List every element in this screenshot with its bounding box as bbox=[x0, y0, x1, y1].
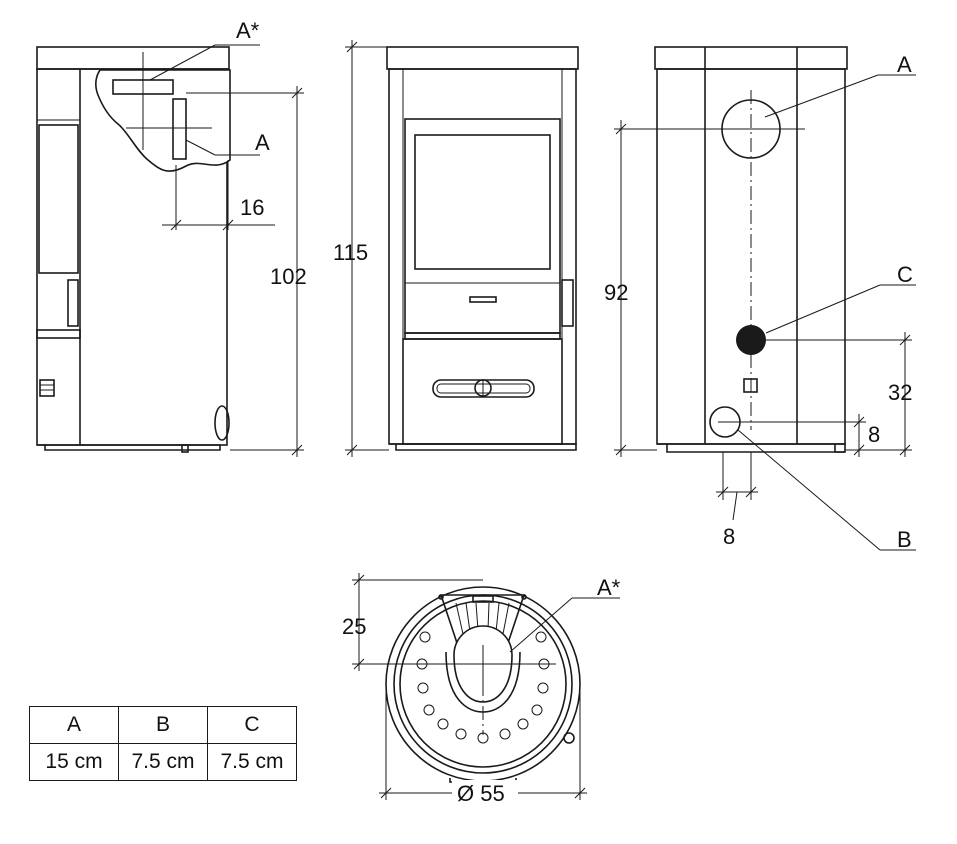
table-header-row: A B C bbox=[29, 706, 297, 744]
table-row: 15 cm 7.5 cm 7.5 cm bbox=[29, 743, 297, 781]
top-view: A* 25 Ø 55 bbox=[342, 573, 621, 806]
dim-diameter: Ø 55 bbox=[457, 781, 505, 806]
front-door bbox=[404, 118, 561, 334]
label-a-star-side: A* bbox=[236, 18, 260, 43]
dim-rear-c-height: 32 bbox=[888, 380, 912, 405]
side-view: A* A 16 102 bbox=[36, 18, 307, 457]
rear-outlet-c bbox=[736, 325, 766, 355]
table-cell-c: 7.5 cm bbox=[207, 743, 297, 781]
table-header-c: C bbox=[207, 706, 297, 744]
rear-view: A C B 92 32 8 8 bbox=[604, 46, 916, 552]
rear-top-plate bbox=[654, 46, 848, 70]
label-b-rear: B bbox=[897, 527, 912, 552]
top-air-holes bbox=[416, 631, 550, 744]
label-a-star-top: A* bbox=[597, 575, 621, 600]
rear-outlet-pipe bbox=[172, 98, 187, 160]
table-cell-b: 7.5 cm bbox=[118, 743, 208, 781]
front-view: 115 bbox=[333, 40, 579, 457]
top-handle-knob bbox=[563, 732, 575, 744]
side-cutaway bbox=[95, 69, 231, 172]
front-door-latch bbox=[469, 296, 497, 303]
dim-top-offset: 25 bbox=[342, 614, 366, 639]
dim-rear-b-offset: 8 bbox=[723, 524, 735, 549]
side-top-plate bbox=[36, 46, 230, 70]
outlet-size-table: A B C 15 cm 7.5 cm 7.5 cm bbox=[29, 706, 297, 781]
dim-rear-b-height: 8 bbox=[868, 422, 880, 447]
dim-rear-a-height: 92 bbox=[604, 280, 628, 305]
dim-side-offset: 16 bbox=[240, 195, 264, 220]
front-handle bbox=[561, 279, 574, 327]
rear-air-port bbox=[743, 378, 758, 393]
dim-front-height: 115 bbox=[333, 240, 368, 265]
side-door-glass bbox=[38, 124, 79, 274]
front-top-plate bbox=[386, 46, 579, 70]
table-cell-a: 15 cm bbox=[29, 743, 119, 781]
side-handle bbox=[67, 279, 79, 327]
label-c-rear: C bbox=[897, 262, 913, 287]
label-a-side: A bbox=[255, 130, 270, 155]
side-rear-outlet bbox=[214, 405, 230, 441]
side-air-knob bbox=[39, 379, 55, 397]
dim-side-height: 102 bbox=[270, 264, 307, 289]
front-door-glass bbox=[414, 134, 551, 270]
table-header-a: A bbox=[29, 706, 119, 744]
table-header-b: B bbox=[118, 706, 208, 744]
label-a-rear: A bbox=[897, 52, 912, 77]
